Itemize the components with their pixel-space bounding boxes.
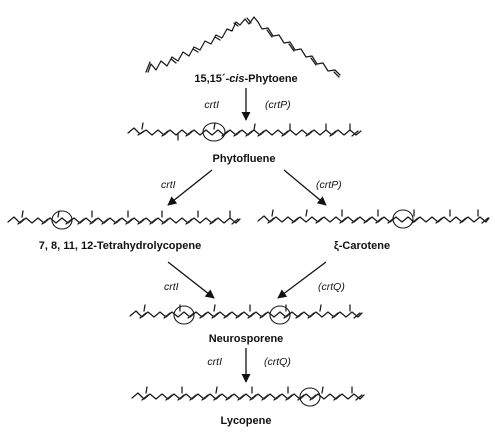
- arrow-phytofluene-to-zeta-carotene: [283, 169, 327, 206]
- zeta-carotene-structure: [257, 209, 490, 224]
- arrow-phytofluene-to-tetrahydrolycopene: [167, 169, 213, 206]
- highlight-circle-lycopene: [299, 387, 321, 407]
- phytoene-label: 15,15´-cis-Phytoene: [194, 73, 297, 85]
- phytoene-structure: [145, 16, 341, 78]
- gene-crtq-2: (crtQ): [264, 356, 291, 368]
- zeta-carotene-label: ξ-Carotene: [334, 240, 390, 252]
- tetrahydrolycopene-label: 7, 8, 11, 12-Tetrahydrolycopene: [39, 240, 201, 252]
- highlight-circle-phytofluene: [202, 122, 226, 142]
- neurosporene-structure: [129, 304, 363, 319]
- gene-crti-1: crtI: [204, 99, 219, 111]
- phytofluene-structure: [127, 122, 362, 141]
- gene-crti-3: crtI: [164, 281, 179, 293]
- highlight-circle-zeta-carotene: [392, 209, 414, 229]
- neurosporene-label: Neurosporene: [209, 333, 284, 345]
- lycopene-label: Lycopene: [221, 415, 272, 427]
- tetrahydrolycopene-structure: [7, 210, 241, 225]
- gene-crti-4: crtI: [207, 356, 222, 368]
- highlight-circle-neurosporene-left: [173, 305, 195, 325]
- gene-crtq-1: (crtQ): [318, 281, 345, 293]
- arrow-tetrahydrolycopene-to-neurosporene: [167, 261, 215, 299]
- highlight-circle-neurosporene-right: [269, 305, 291, 325]
- gene-crti-2: crtI: [161, 179, 176, 191]
- highlight-circle-tetrahydrolycopene: [51, 210, 73, 230]
- lycopene-structure: [131, 386, 365, 401]
- gene-crtp-2: (crtP): [316, 179, 342, 191]
- phytofluene-label: Phytofluene: [213, 153, 276, 165]
- arrow-zeta-carotene-to-neurosporene: [277, 261, 327, 299]
- gene-crtp-1: (crtP): [265, 99, 291, 111]
